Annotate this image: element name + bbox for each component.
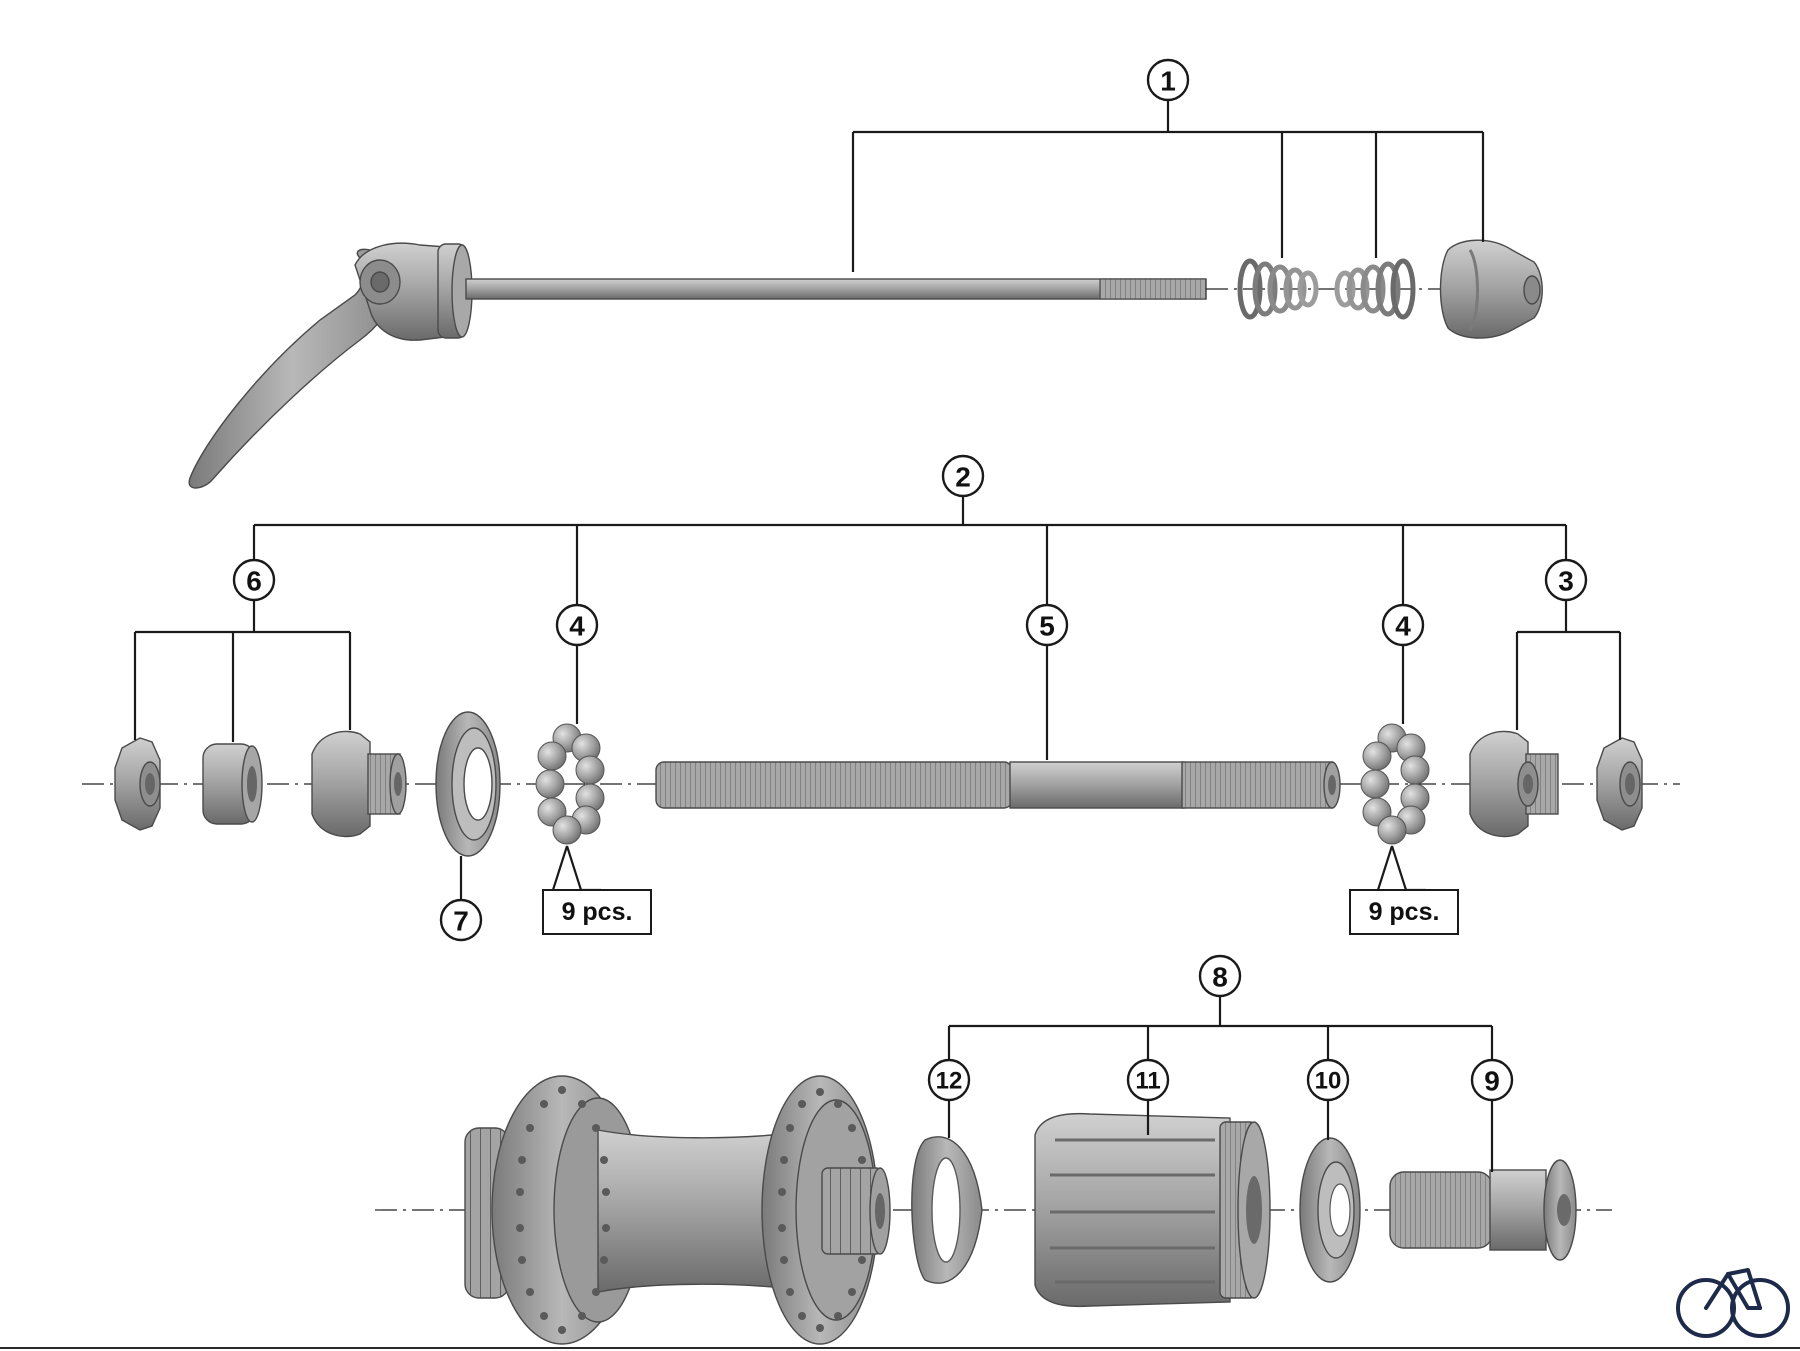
skewer-rod-thread	[1099, 278, 1207, 300]
callout-4a-label: 4	[569, 611, 585, 642]
left-lock-nut	[114, 737, 161, 831]
callout-1-label: 1	[1160, 66, 1176, 97]
leader-2	[252, 496, 1568, 605]
bicycle-icon	[1676, 1268, 1790, 1338]
callout-4-left: 4	[555, 603, 599, 647]
left-ball-bearings	[535, 723, 605, 845]
callout-11: 11	[1126, 1058, 1170, 1102]
skewer-spring-left	[1237, 258, 1319, 320]
callout-3-label: 3	[1558, 566, 1574, 597]
lock-ring	[911, 1136, 983, 1284]
right-cone	[1469, 730, 1559, 838]
skewer-cam-pivot-hole	[370, 271, 390, 293]
callout-12: 12	[927, 1058, 971, 1102]
qty-box-right: 9 pcs.	[1349, 845, 1459, 935]
qty-right-label: 9 pcs.	[1369, 898, 1440, 926]
freehub-washer	[1299, 1137, 1361, 1283]
skewer-rod	[465, 278, 1207, 300]
callout-6: 6	[232, 558, 276, 602]
callout-9: 9	[1470, 1058, 1514, 1102]
dust-cap-ring	[435, 711, 501, 857]
callout-12-label: 12	[936, 1068, 963, 1095]
freehub-bolt	[1389, 1159, 1577, 1261]
leader-1	[851, 98, 1485, 272]
callout-10-label: 10	[1315, 1068, 1342, 1095]
callout-9-label: 9	[1484, 1066, 1500, 1097]
qty-box-left: 9 pcs.	[542, 845, 652, 935]
callout-3: 3	[1544, 558, 1588, 602]
skewer-nut-face	[1523, 275, 1541, 305]
callout-5: 5	[1025, 603, 1069, 647]
callout-8: 8	[1198, 954, 1242, 998]
callout-11-label: 11	[1135, 1068, 1160, 1095]
skewer-adjusting-nut	[1439, 239, 1543, 339]
right-lock-nut	[1596, 737, 1643, 831]
callout-2: 2	[941, 454, 985, 498]
hub-shell	[464, 1075, 891, 1345]
left-spacer	[202, 743, 263, 825]
callout-4b-label: 4	[1395, 611, 1411, 642]
freehub-body	[1034, 1112, 1271, 1308]
callout-5-label: 5	[1039, 611, 1055, 642]
callout-4-right: 4	[1381, 603, 1425, 647]
callout-1: 1	[1146, 58, 1190, 102]
callout-8-label: 8	[1212, 962, 1228, 993]
leader-8	[947, 996, 1494, 1060]
qty-left-label: 9 pcs.	[562, 898, 633, 926]
callout-7-label: 7	[453, 906, 469, 937]
skewer-nut-knurl	[1468, 249, 1479, 331]
callout-2-label: 2	[955, 462, 971, 493]
leader-3	[1515, 600, 1622, 740]
hub-axle	[655, 761, 1341, 809]
right-ball-bearings	[1360, 723, 1430, 845]
callout-6-label: 6	[246, 566, 262, 597]
callout-10: 10	[1306, 1058, 1350, 1102]
left-cone	[311, 730, 407, 838]
skewer-spring-right	[1334, 258, 1416, 320]
callout-7: 7	[439, 898, 483, 942]
skewer-assembly	[188, 239, 1543, 489]
leader-6	[133, 600, 352, 742]
